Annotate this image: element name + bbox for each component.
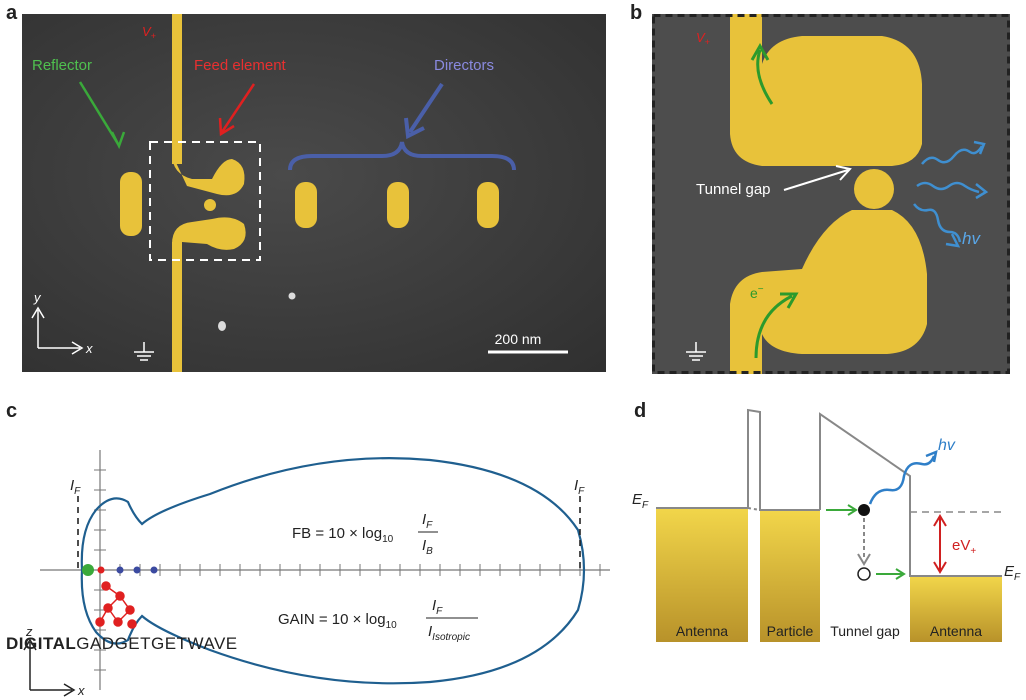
barrier-gap — [747, 507, 761, 511]
ground-icon — [686, 342, 706, 361]
hole-empty — [857, 567, 871, 581]
zoom-region-box — [149, 141, 261, 261]
bias-label: eV+ — [952, 537, 976, 557]
feed-element-label: Feed element — [194, 57, 287, 74]
zoom-frame — [652, 14, 1010, 374]
if-right-label: IF — [574, 477, 585, 497]
directors-arrowhead — [404, 117, 425, 140]
svg-text:IB: IB — [422, 537, 433, 557]
y-axis-arrowhead — [31, 306, 45, 319]
photon-emission-wave — [868, 455, 936, 505]
feed-wire-bottom — [172, 242, 182, 372]
ef-left-label: EF — [632, 491, 649, 511]
axis-y-label: y — [33, 290, 42, 305]
panel-label-b: b — [630, 2, 643, 24]
region-label-antenna-left: Antenna — [676, 623, 728, 639]
axis-x-label: x — [85, 341, 93, 356]
director-dot-1 — [116, 566, 124, 574]
ef-right-label: EF — [1004, 563, 1021, 583]
x-axis-arrowhead-c — [63, 683, 76, 697]
feed-arrowhead — [218, 117, 235, 137]
feed-element-top — [172, 154, 245, 196]
photon-label: hv — [962, 229, 981, 248]
panel-c-radiation-pattern: IF IF FB = 10 × log10 IF IB GAIN = 10 × … — [23, 450, 610, 698]
svg-text:FB = 10 × log10: FB = 10 × log10 — [292, 525, 394, 545]
svg-text:IIsotropic: IIsotropic — [428, 623, 470, 643]
current-arrowhead-top — [750, 42, 770, 61]
current-arrowhead-bottom — [780, 292, 799, 309]
directors-brace — [288, 141, 516, 171]
bias-arrowhead-up — [933, 514, 947, 527]
z-axis-arrowhead — [23, 638, 37, 651]
particle-fermi-sea — [760, 510, 820, 642]
region-label-particle: Particle — [767, 623, 814, 639]
current-arrow-bottom — [754, 294, 793, 359]
gain-equation: GAIN = 10 × log10 IF IIsotropic — [278, 597, 478, 643]
feed-particle — [204, 199, 216, 211]
vplus-label-b: V+ — [696, 30, 710, 47]
dust-particle — [288, 292, 296, 300]
fb-equation: FB = 10 × log10 IF IB — [292, 511, 438, 557]
feed-wire-top — [172, 14, 182, 164]
dust-particle — [218, 321, 226, 331]
panel-label-d: d — [634, 400, 647, 422]
svg-text:IF: IF — [432, 597, 443, 617]
feed-dot — [97, 566, 105, 574]
svg-text:GAIN = 10 × log10: GAIN = 10 × log10 — [278, 611, 397, 631]
watermark-logo — [95, 581, 137, 629]
tunnel-gap-label: Tunnel gap — [696, 181, 771, 198]
reflector-arrowhead — [110, 131, 126, 150]
scale-bar-label: 200 nm — [495, 331, 542, 347]
panel-d-energy-diagram: eV+ hv EF EF Antenna Particle Tunnel gap… — [632, 408, 1021, 642]
panel-b-sem-zoom: V+ Tunnel gap e− hv — [652, 14, 1010, 374]
photon-emission-arrowhead — [925, 449, 938, 463]
director-2 — [387, 182, 409, 228]
feed-element-bottom — [172, 217, 246, 250]
antenna-right-fermi-sea — [910, 576, 1002, 642]
vplus-label: V+ — [142, 24, 156, 41]
right-barrier — [819, 412, 1002, 577]
watermark-text: DIGITALGADGETGETWAVE — [6, 634, 238, 653]
tunnel-arrowhead-1 — [847, 504, 858, 516]
tunnel-gap-pointer-head — [835, 165, 852, 181]
directors-label: Directors — [434, 57, 494, 74]
current-arrow-top — [756, 49, 774, 105]
x-axis-arrowhead — [71, 341, 84, 355]
svg-text:IF: IF — [422, 511, 433, 531]
tunnel-arrowhead-2 — [895, 568, 906, 580]
radiation-lobe — [80, 457, 586, 685]
tunnel-particle — [854, 169, 894, 209]
director-dot-3 — [150, 566, 158, 574]
if-left-label: IF — [70, 477, 81, 497]
bias-arrowhead-down — [933, 561, 947, 574]
panel-a-sem-image: V+ Reflector Feed element Directors 200 … — [22, 14, 606, 372]
panel-label-c: c — [6, 400, 18, 422]
directors-arrow — [408, 82, 444, 134]
ground-icon — [134, 342, 154, 361]
axis-z-label: z — [25, 624, 33, 639]
region-label-antenna-right: Antenna — [930, 623, 982, 639]
reflector-element — [120, 172, 142, 236]
axis-x-label-c: x — [77, 683, 85, 698]
reflector-dot — [82, 564, 94, 576]
pattern-x-ticks — [99, 564, 601, 576]
photon-wave-icon — [913, 140, 989, 248]
upper-electrode — [730, 14, 922, 166]
electron-label: e− — [750, 284, 764, 301]
lower-electrode — [730, 210, 927, 374]
relaxation-arrowhead — [857, 553, 871, 566]
electron-filled — [858, 504, 870, 516]
director-3 — [477, 182, 499, 228]
reflector-label: Reflector — [32, 57, 92, 74]
feed-arrow — [220, 83, 256, 133]
tunnel-gap-pointer — [783, 169, 849, 191]
photon-label-d: hv — [938, 437, 956, 454]
left-barrier — [656, 408, 820, 511]
director-dot-2 — [133, 566, 141, 574]
region-label-tunnel-gap: Tunnel gap — [830, 623, 900, 639]
antenna-left-fermi-sea — [656, 508, 748, 642]
director-1 — [295, 182, 317, 228]
panel-label-a: a — [6, 2, 18, 24]
